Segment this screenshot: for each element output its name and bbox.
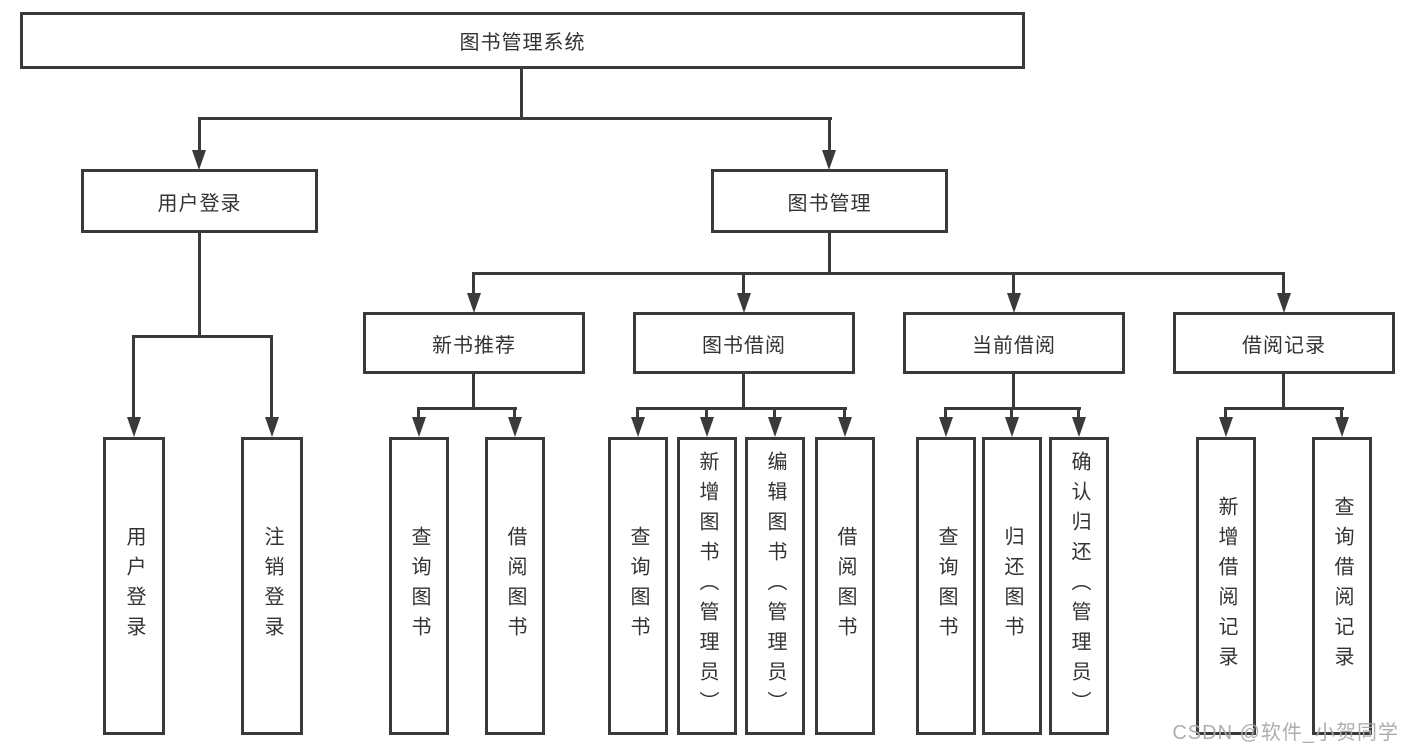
node-borrow-records: 借阅记录 — [1173, 312, 1395, 374]
arrowhead-down-icon — [1072, 417, 1086, 437]
connector-line — [1282, 272, 1285, 294]
leaf-records-add: 新增借阅记录 — [1196, 437, 1256, 735]
connector-line — [472, 272, 475, 294]
leaf-bookborrow-borrow: 借阅图书 — [815, 437, 875, 735]
node-new-books: 新书推荐 — [363, 312, 585, 374]
connector-line — [828, 117, 831, 151]
leaf-current-query: 查询图书 — [916, 437, 976, 735]
connector-line — [1224, 407, 1227, 419]
connector-line — [472, 272, 1285, 275]
leaf-bookborrow-add: 新增图书（管理员） — [677, 437, 737, 735]
connector-line — [417, 407, 517, 410]
leaf-current-return: 归还图书 — [982, 437, 1042, 735]
watermark: CSDN @软件_小贺同学 — [1172, 722, 1399, 744]
connector-line — [1282, 374, 1285, 407]
connector-line — [132, 335, 135, 418]
arrowhead-down-icon — [1277, 293, 1291, 313]
arrowhead-down-icon — [508, 417, 522, 437]
connector-line — [132, 335, 273, 338]
leaf-newbooks-query: 查询图书 — [389, 437, 449, 735]
connector-line — [1077, 407, 1080, 419]
leaf-user-login: 用户登录 — [103, 437, 165, 735]
leaf-bookborrow-edit: 编辑图书（管理员） — [745, 437, 805, 735]
arrowhead-down-icon — [467, 293, 481, 313]
connector-line — [472, 374, 475, 407]
connector-line — [773, 407, 776, 419]
connector-line — [742, 272, 745, 294]
arrowhead-down-icon — [822, 150, 836, 170]
connector-line — [198, 233, 201, 335]
leaf-current-confirm: 确认归还（管理员） — [1049, 437, 1109, 735]
connector-line — [198, 117, 832, 120]
node-current-borrow: 当前借阅 — [903, 312, 1125, 374]
connector-line — [198, 117, 201, 151]
arrowhead-down-icon — [838, 417, 852, 437]
connector-line — [1224, 407, 1344, 410]
connector-line — [1012, 374, 1015, 407]
connector-line — [1340, 407, 1343, 419]
node-book-borrow: 图书借阅 — [633, 312, 855, 374]
connector-line — [513, 407, 516, 419]
arrowhead-down-icon — [939, 417, 953, 437]
arrowhead-down-icon — [192, 150, 206, 170]
leaf-records-query: 查询借阅记录 — [1312, 437, 1372, 735]
arrowhead-down-icon — [768, 417, 782, 437]
connector-line — [742, 374, 745, 407]
arrowhead-down-icon — [1007, 293, 1021, 313]
leaf-logout: 注销登录 — [241, 437, 303, 735]
node-user-login: 用户登录 — [81, 169, 318, 233]
arrowhead-down-icon — [127, 417, 141, 437]
connector-line — [944, 407, 947, 419]
leaf-newbooks-borrow: 借阅图书 — [485, 437, 545, 735]
arrowhead-down-icon — [631, 417, 645, 437]
arrowhead-down-icon — [265, 417, 279, 437]
connector-line — [843, 407, 846, 419]
node-root: 图书管理系统 — [20, 12, 1025, 69]
arrowhead-down-icon — [1219, 417, 1233, 437]
arrowhead-down-icon — [700, 417, 714, 437]
connector-line — [270, 335, 273, 418]
connector-line — [636, 407, 847, 410]
connector-line — [520, 69, 523, 117]
connector-line — [1012, 272, 1015, 294]
arrowhead-down-icon — [412, 417, 426, 437]
connector-line — [636, 407, 639, 419]
arrowhead-down-icon — [1335, 417, 1349, 437]
connector-line — [417, 407, 420, 419]
arrowhead-down-icon — [737, 293, 751, 313]
connector-line — [705, 407, 708, 419]
node-book-mgmt: 图书管理 — [711, 169, 948, 233]
connector-line — [1010, 407, 1013, 419]
leaf-bookborrow-query: 查询图书 — [608, 437, 668, 735]
arrowhead-down-icon — [1005, 417, 1019, 437]
connector-line — [828, 233, 831, 272]
